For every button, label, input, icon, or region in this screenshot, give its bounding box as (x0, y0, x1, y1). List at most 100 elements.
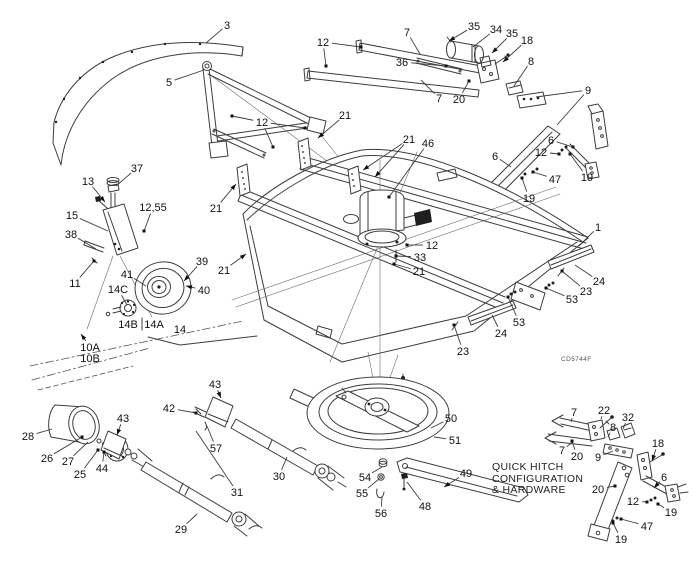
part-callout-12: 12 (405, 240, 438, 252)
part-callout-6: 6 (548, 135, 575, 149)
part-number: 51 (449, 435, 461, 447)
part-callout-10B: 10B (80, 353, 100, 365)
part-callout-19: 19 (520, 176, 535, 205)
part-number: 22 (598, 405, 610, 417)
part-callout-44: 44 (96, 450, 108, 475)
part-callout-22: 22 (598, 405, 610, 420)
part-callout-13: 13 (82, 176, 106, 203)
part-callout-39: 39 (183, 256, 208, 282)
part-number: 21 (210, 203, 222, 215)
part-number: 12 (317, 37, 329, 49)
part-callout-21: 21 (317, 110, 351, 139)
part-number: 8 (610, 422, 616, 434)
part-callout-11: 11 (69, 259, 96, 290)
part-callout-24: 24 (491, 314, 507, 340)
part-callout-53: 53 (544, 286, 578, 306)
part-callout-35: 35 (491, 28, 518, 54)
part-number: 6 (492, 151, 498, 163)
quick-hitch-caption: QUICK HITCH CONFIGURATION & HARDWARE (492, 461, 583, 497)
tailwheel (83, 177, 258, 346)
gearbox (357, 189, 432, 263)
part-callout-21: 21 (218, 253, 247, 277)
part-number: 36 (396, 57, 408, 69)
part-callout-24: 24 (574, 264, 605, 288)
part-number: 12 (535, 147, 547, 159)
part-callout-49: 49 (443, 468, 472, 488)
blade-pan (289, 376, 450, 450)
part-number: 12,55 (139, 202, 167, 214)
part-callout-7: 7 (570, 407, 577, 423)
part-number: 20 (453, 94, 465, 106)
blade (376, 457, 529, 503)
part-number: 32 (622, 412, 634, 424)
part-number: 47 (549, 174, 561, 186)
part-callout-25: 25 (74, 448, 100, 481)
part-number: 47 (641, 521, 653, 533)
part-callout-14: 14 (174, 324, 186, 336)
part-callout-21: 21 (362, 134, 415, 178)
part-number: 25 (74, 469, 86, 481)
part-number: 14 (174, 324, 186, 336)
part-callout-20: 20 (453, 79, 471, 106)
part-callout-20: 20 (570, 439, 583, 463)
drawing-code: CD5744F (561, 356, 592, 363)
part-number: 53 (566, 294, 578, 306)
a-frame (202, 61, 327, 159)
part-callout-43: 43 (209, 379, 222, 399)
part-callout-5: 5 (166, 69, 205, 89)
part-number: 9 (585, 85, 591, 97)
part-callout-7: 7 (559, 441, 574, 457)
part-number: 21 (413, 266, 425, 278)
part-callout-21: 21 (392, 262, 425, 278)
part-callout-9: 9 (535, 85, 591, 126)
part-number: 9 (595, 452, 601, 464)
part-number: 23 (457, 346, 469, 358)
part-number: 6 (548, 135, 554, 147)
part-number: 3 (224, 20, 230, 32)
driveline (48, 396, 347, 537)
part-number: 21 (339, 110, 351, 122)
part-number: 7 (571, 407, 577, 419)
part-number: 14C (108, 284, 128, 296)
part-number: 18 (652, 438, 664, 450)
part-number: 19 (581, 172, 593, 184)
part-number: 18 (521, 35, 533, 47)
part-callout-28: 28 (22, 428, 53, 443)
part-number: 5 (166, 77, 172, 89)
part-callout-34: 34 (472, 24, 502, 48)
part-number: 39 (196, 256, 208, 268)
part-number: 7 (404, 27, 410, 39)
part-number: 57 (210, 443, 222, 455)
part-callout-8: 8 (607, 422, 616, 438)
part-number: 43 (209, 379, 221, 391)
part-callout-53: 53 (506, 295, 525, 329)
part-number: 12 (426, 240, 438, 252)
part-callout-32: 32 (622, 412, 634, 430)
part-number: 10A (80, 342, 100, 354)
part-callout-46: 46 (387, 138, 434, 199)
part-number: 24 (593, 276, 605, 288)
part-callout-41: 41 (121, 269, 147, 287)
part-number: 33 (414, 252, 426, 264)
part-callout-19: 19 (656, 502, 677, 519)
part-number: 11 (69, 278, 80, 290)
part-callout-12: 12 (627, 496, 649, 508)
part-callout-23: 23 (452, 323, 469, 358)
part-number: 35 (506, 28, 518, 40)
part-callout-40: 40 (185, 285, 210, 297)
part-callout-6: 6 (492, 151, 512, 168)
part-number: 31 (231, 487, 243, 499)
part-number: 56 (375, 508, 387, 520)
part-number: 27 (62, 456, 74, 468)
part-callout-10A: 10A (80, 333, 100, 354)
part-callout-18: 18 (502, 35, 533, 63)
part-number: 6 (661, 472, 667, 484)
part-callout-50: 50 (430, 413, 457, 429)
part-number: 7 (436, 93, 442, 105)
part-callout-37: 37 (115, 163, 143, 187)
deck (231, 137, 589, 397)
part-number: 12 (627, 496, 639, 508)
part-number: 24 (495, 328, 507, 340)
part-number: 8 (528, 56, 534, 68)
